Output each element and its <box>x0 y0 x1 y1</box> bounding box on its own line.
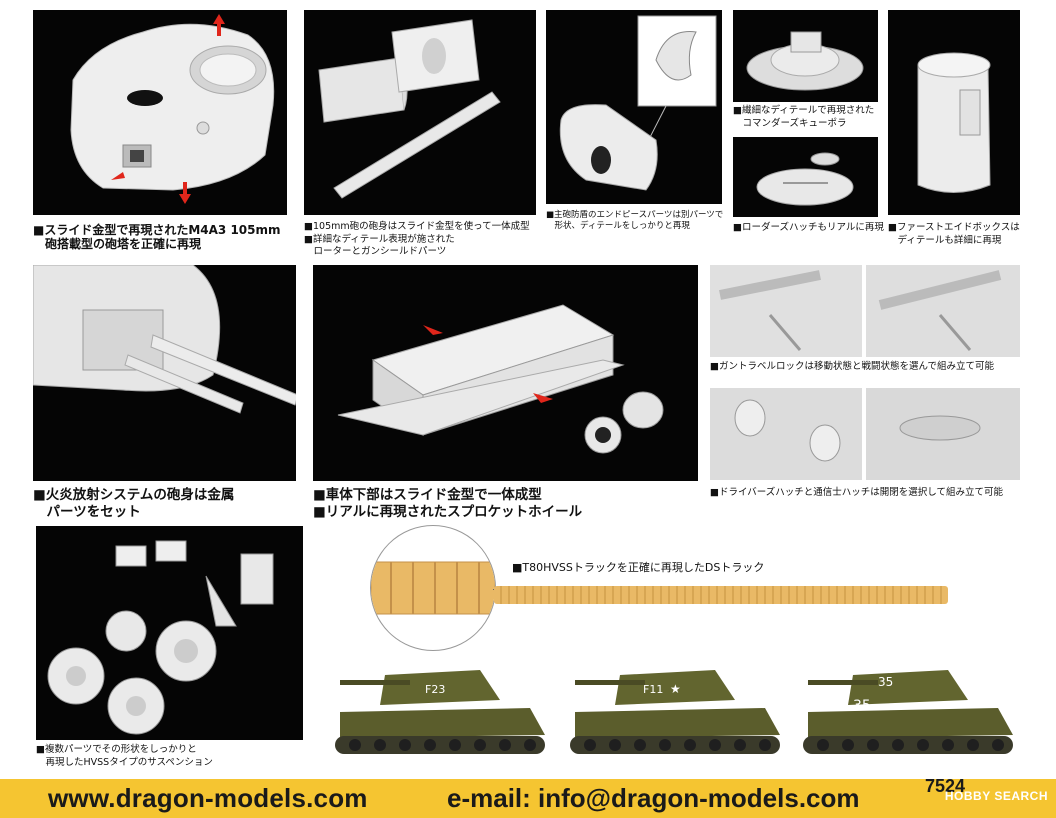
tank-profiles: F23 F11 ★ 35 35 <box>330 640 1020 770</box>
watermark: HOBBY SEARCH <box>944 789 1048 803</box>
tank-3: 35 35 <box>803 670 1013 754</box>
website-link[interactable]: www.dragon-models.com <box>48 783 368 813</box>
travel-lock-image <box>710 265 1020 357</box>
hatches-panel <box>710 388 1020 480</box>
cupola-image <box>746 31 864 91</box>
tank-profile-svg: F23 F11 ★ 35 35 <box>335 670 1013 754</box>
track-zoom-circle <box>370 525 496 651</box>
email-link[interactable]: e-mail: info@dragon-models.com <box>447 783 860 813</box>
tank-3-hull-number: 35 <box>853 698 871 714</box>
tank-1: F23 <box>335 670 545 754</box>
travel-lock-panel <box>710 265 1020 357</box>
turret-image <box>70 14 275 204</box>
tank-2-marking: F11 <box>643 683 663 696</box>
hull-caption: ■車体下部はスライド金型で一体成型 ■リアルに再現されたスプロケットホイール <box>313 487 583 520</box>
tank-2: F11 ★ <box>570 670 780 754</box>
flame-caption: ■火炎放射システムの砲身は金属 パーツをセット <box>33 487 235 520</box>
tank-3-marking: 35 <box>878 675 893 689</box>
first-aid-caption: ■ファーストエイドボックスは ディテールも詳細に再現 <box>888 222 1020 246</box>
suspension-panel <box>36 526 303 740</box>
barrel-image <box>318 19 501 199</box>
hatches-caption: ■ドライバーズハッチと通信士ハッチは開閉を選択して組み立て可能 <box>710 487 1004 498</box>
loader-hatch-caption: ■ローダーズハッチもリアルに再現 <box>733 222 884 233</box>
barrel-panel <box>304 10 536 215</box>
endpiece-panel <box>546 10 722 204</box>
first-aid-panel <box>888 10 1020 215</box>
barrel-caption: ■105mm砲の砲身はスライド金型を使って一体成型 ■詳細なディテール表現が施さ… <box>304 221 530 257</box>
turret-caption: ■スライド金型で再現されたM4A3 105mm 砲搭載型の砲塔を正確に再現 <box>33 223 281 251</box>
flame-barrel-panel <box>33 265 296 481</box>
endpiece-image <box>559 15 717 191</box>
track-strip <box>494 586 948 604</box>
loader-hatch-image <box>756 152 854 206</box>
flame-barrel-image <box>33 265 296 414</box>
travel-lock-caption: ■ガントラベルロックは移動状態と戦闘状態を選んで組み立て可能 <box>710 361 995 372</box>
product-code: 7524 <box>925 776 966 796</box>
suspension-image <box>47 540 274 735</box>
track-caption: ■T80HVSSトラックを正確に再現したDSトラック <box>512 561 765 574</box>
hull-image <box>337 304 664 454</box>
tank-2-star: ★ <box>670 682 681 696</box>
loader-hatch-panel <box>733 137 878 217</box>
footer-bar: www.dragon-models.com e-mail: info@drago… <box>0 776 1056 818</box>
cupola-caption: ■繊細なディテールで再現された コマンダーズキューポラ <box>733 105 875 129</box>
suspension-caption: ■複数パーツでその形状をしっかりと 再現したHVSSタイプのサスペンション <box>36 744 213 768</box>
first-aid-image <box>917 52 991 193</box>
turret-panel <box>33 10 287 215</box>
track-zoom-image <box>371 561 495 615</box>
cupola-panel <box>733 10 878 102</box>
hatches-image <box>710 388 1020 480</box>
tank-1-marking: F23 <box>425 683 445 696</box>
endpiece-caption: ■主砲防盾のエンドピースパーツは別パーツで 形状、ディテールをしっかりと再現 <box>546 210 724 231</box>
hull-panel <box>313 265 698 481</box>
